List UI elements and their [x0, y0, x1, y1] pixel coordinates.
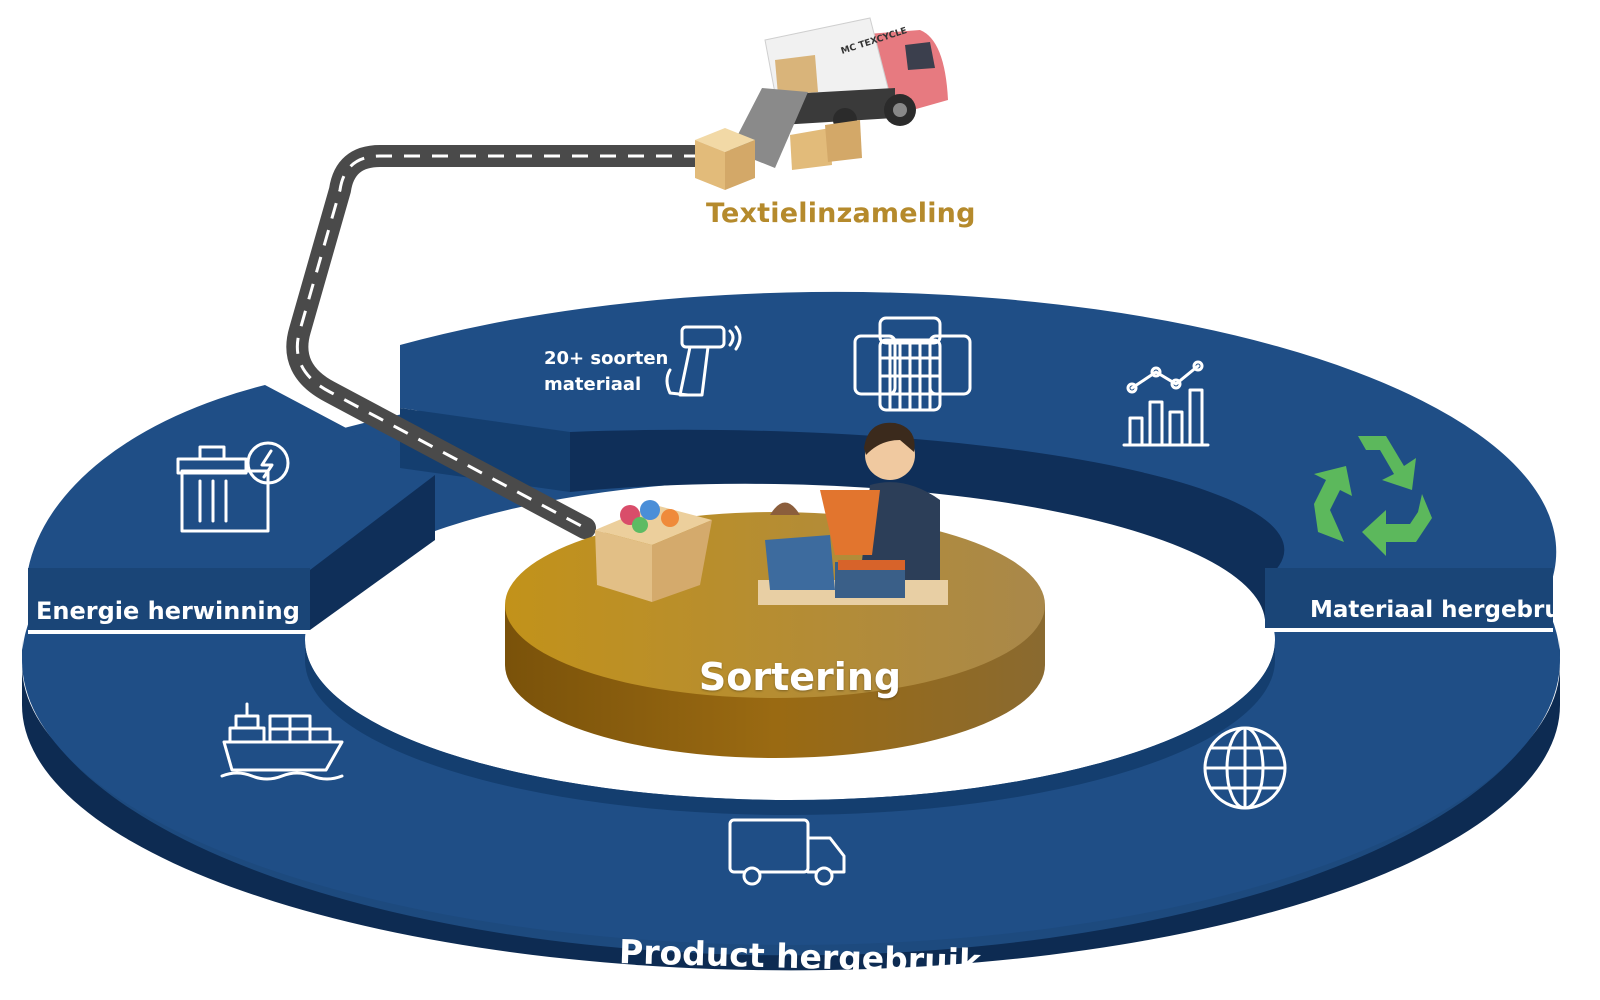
- road: [286, 145, 711, 539]
- chart-icon: [1122, 360, 1210, 447]
- material-types-label: 20+ soorten materiaal: [544, 346, 668, 398]
- energy-recovery-label: Energie herwinning: [36, 597, 300, 625]
- sorting-label: Sortering: [698, 655, 902, 699]
- globe-icon: [1203, 726, 1287, 810]
- ship-icon: [220, 702, 344, 781]
- delivery-truck-illustration: MC TEXCYCLE: [695, 17, 948, 190]
- worker-icon: [758, 422, 948, 605]
- material-types-line2: materiaal: [544, 374, 642, 395]
- truck-icon: [728, 818, 846, 886]
- material-types-line1: 20+ soorten: [544, 348, 669, 369]
- box-icon: [695, 120, 862, 190]
- collection-label: Textielinzameling: [706, 198, 976, 229]
- recycle-icon: [1314, 436, 1432, 556]
- scanner-icon: [665, 325, 742, 397]
- clothes-box-icon: [595, 500, 712, 602]
- material-reuse-label: Materiaal hergebruik: [1310, 597, 1584, 623]
- outer-ring: [22, 291, 1560, 971]
- bales-icon: [853, 316, 972, 412]
- trash-energy-icon: [176, 441, 290, 533]
